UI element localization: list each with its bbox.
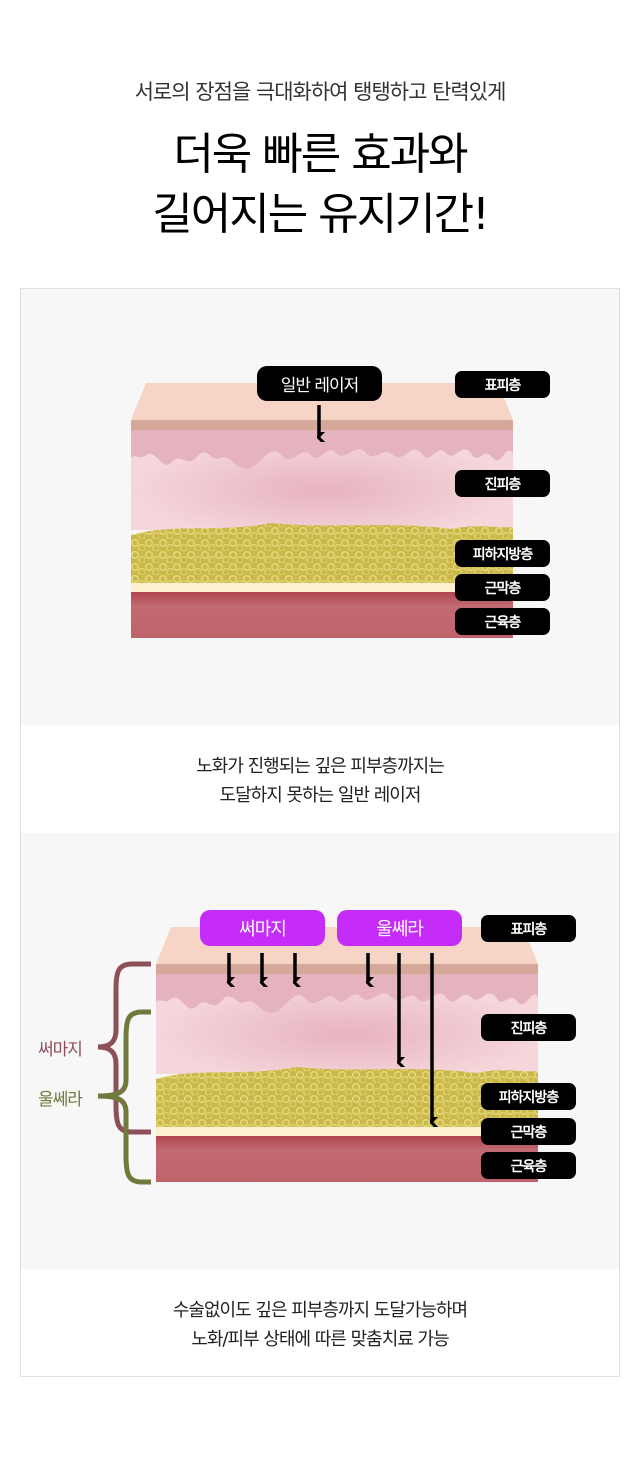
caption-1-line-1: 노화가 진행되는 깊은 피부층까지는 xyxy=(196,756,445,777)
title-line-2: 길어지는 유지기간! xyxy=(152,189,489,240)
subtitle: 서로의 장점을 극대화하여 탱탱하고 탄력있게 xyxy=(134,80,507,104)
layer-label-muscle: 근육층 xyxy=(481,1152,576,1179)
layer-label-dermis: 진피층 xyxy=(481,1014,576,1041)
layer-label-epidermis: 표피층 xyxy=(481,915,576,942)
thermage-bracket-icon xyxy=(97,961,151,1135)
layer-label-fascia: 근막층 xyxy=(481,1118,576,1145)
ulthera-label: 울쎄라 xyxy=(337,910,462,946)
title-line-1: 더욱 빠른 효과와 xyxy=(173,129,468,180)
thermage-label: 써마지 xyxy=(200,910,325,946)
layer-label-subcutaneous-fat: 피하지방층 xyxy=(455,540,550,567)
layer-label-muscle: 근육층 xyxy=(455,608,550,635)
layer-label-subcutaneous-fat: 피하지방층 xyxy=(481,1083,576,1110)
caption-2-line-2: 노화/피부 상태에 따른 맞춤치료 가능 xyxy=(191,1329,449,1350)
caption-2-line-1: 수술없이도 깊은 피부층까지 도달가능하며 xyxy=(172,1300,468,1321)
layer-label-dermis: 진피층 xyxy=(455,470,550,497)
ulthera-bracket-icon xyxy=(97,1009,151,1185)
layer-label-epidermis: 표피층 xyxy=(455,371,550,398)
general-laser-label: 일반 레이저 xyxy=(257,366,382,401)
layer-label-fascia: 근막층 xyxy=(455,574,550,601)
caption-1-line-2: 도달하지 못하는 일반 레이저 xyxy=(219,785,422,806)
bracket-label-ulthera: 울쎄라 xyxy=(38,1090,83,1110)
bracket-label-thermage: 써마지 xyxy=(38,1040,83,1060)
